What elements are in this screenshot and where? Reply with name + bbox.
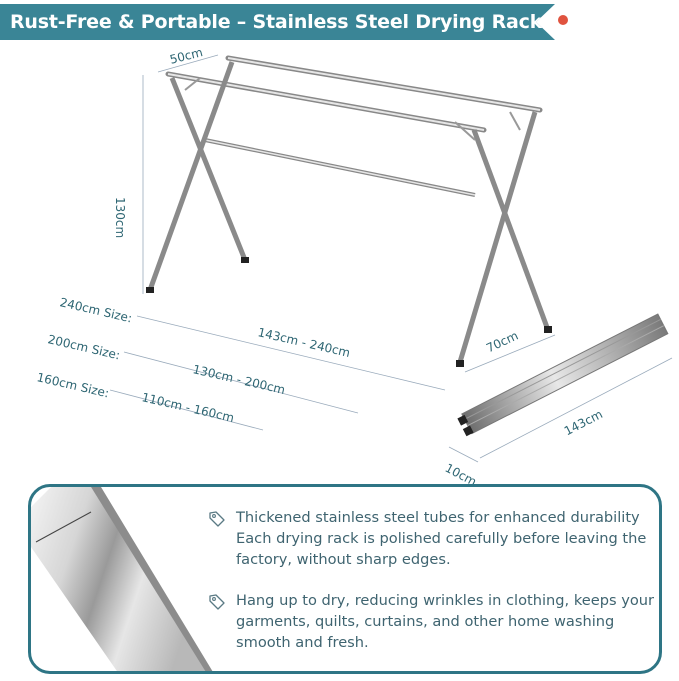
feature-list: Thickened stainless steel tubes for enha… xyxy=(207,507,657,671)
product-illustration: 50cm 130cm 70cm 143cm 10cm 240cm Size: 1… xyxy=(0,40,679,489)
page-title: Rust-Free & Portable – Stainless Steel D… xyxy=(10,11,543,33)
title-banner: Rust-Free & Portable – Stainless Steel D… xyxy=(0,4,555,40)
feature-text: Thickened stainless steel tubes for enha… xyxy=(236,509,647,568)
feature-text: Hang up to dry, reducing wrinkles in clo… xyxy=(236,592,655,651)
drying-rack-diagram xyxy=(109,54,673,463)
tag-icon xyxy=(209,594,225,610)
red-dot-icon xyxy=(558,15,568,25)
height-label: 130cm xyxy=(113,197,127,239)
steel-tube-closeup xyxy=(31,487,213,671)
feature-card: Thickened stainless steel tubes for enha… xyxy=(28,484,662,674)
feature-item: Hang up to dry, reducing wrinkles in clo… xyxy=(207,590,657,653)
tag-icon xyxy=(209,511,225,527)
feature-item: Thickened stainless steel tubes for enha… xyxy=(207,507,657,570)
